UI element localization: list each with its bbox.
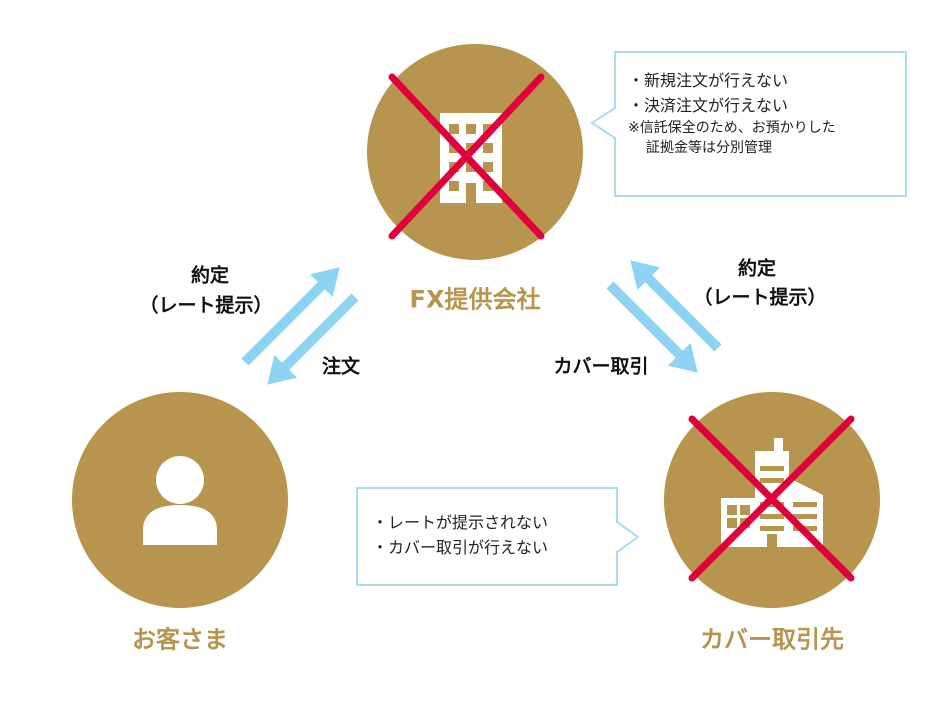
bubble-item: ・レートが提示されない xyxy=(372,513,549,532)
arrows xyxy=(241,260,722,385)
fx-company-node xyxy=(367,44,583,260)
bubble-item: ・新規注文が行えない xyxy=(628,71,789,90)
fx-speech-bubble xyxy=(590,51,907,197)
bubble-note: 証拠金等は分別管理 xyxy=(646,140,772,156)
bubble-item: ・カバー取引が行えない xyxy=(372,538,549,557)
cover-counterparty-node xyxy=(664,392,880,608)
arrow-order-to-fx xyxy=(267,293,359,385)
cover-speech-bubble xyxy=(356,487,640,586)
cross-mark-icon xyxy=(688,415,855,582)
cover-counterparty-name: カバー取引先 xyxy=(700,625,844,654)
customer-name: お客さま xyxy=(132,625,228,654)
right-contract-label: 約定 xyxy=(737,257,777,280)
bubble-note: ※信託保全のため、お預かりした xyxy=(628,120,836,136)
bubble-item: ・決済注文が行えない xyxy=(628,96,789,115)
left-contract-label: 約定 xyxy=(190,264,230,287)
arrow-rate-to-customer xyxy=(241,267,340,366)
left-rate-label: （レート提示） xyxy=(139,294,273,317)
order-label: 注文 xyxy=(321,355,361,378)
right-rate-label: （レート提示） xyxy=(693,286,827,309)
arrow-cover-trade xyxy=(606,281,698,373)
customer-node xyxy=(72,392,288,608)
arrow-rate-to-fx xyxy=(630,260,722,352)
fx-company-name: FX提供会社 xyxy=(409,285,541,314)
cover-bubble-text: ・レートが提示されない ・カバー取引が行えない xyxy=(372,510,548,560)
fx-bubble-text: ・新規注文が行えない ・決済注文が行えない ※信託保全のため、お預かりした 証拠… xyxy=(628,68,836,158)
person-icon xyxy=(143,456,217,545)
cross-mark-icon xyxy=(388,73,545,240)
cover-trade-label: カバー取引 xyxy=(553,355,649,378)
